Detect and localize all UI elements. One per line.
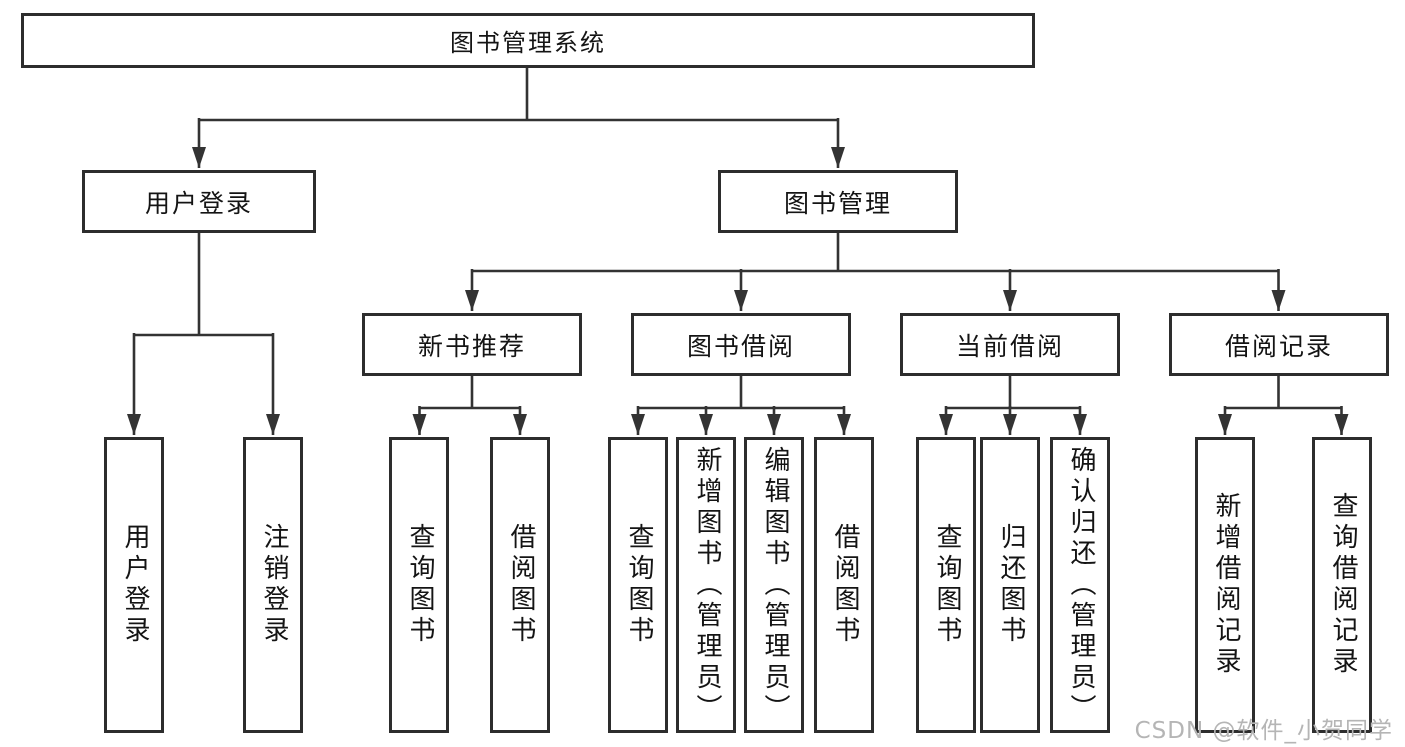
leaf-return-books: 归还图书 — [980, 437, 1040, 733]
leaf-query-books-recommend: 查询图书 — [389, 437, 449, 733]
leaf-confirm-return-admin: 确认归还（管理员） — [1050, 437, 1110, 733]
node-user-login: 用户登录 — [82, 170, 316, 233]
leaf-borrow-books-recommend: 借阅图书 — [490, 437, 550, 733]
leaf-query-books-current: 查询图书 — [916, 437, 976, 733]
node-label: 图书管理系统 — [450, 29, 606, 57]
node-label: 查询图书 — [404, 523, 435, 647]
node-label: 借阅图书 — [829, 523, 860, 647]
node-label: 新增借阅记录 — [1210, 492, 1241, 678]
leaf-add-borrow-record: 新增借阅记录 — [1195, 437, 1255, 733]
leaf-logout: 注销登录 — [243, 437, 303, 733]
leaf-borrow-books: 借阅图书 — [814, 437, 874, 733]
node-label: 编辑图书（管理员） — [759, 445, 790, 725]
node-label: 新增图书（管理员） — [691, 445, 722, 725]
node-book-management: 图书管理 — [718, 170, 958, 233]
node-borrow-records: 借阅记录 — [1169, 313, 1389, 376]
leaf-edit-book-admin: 编辑图书（管理员） — [744, 437, 804, 733]
node-label: 确认归还（管理员） — [1065, 445, 1096, 725]
node-label: 借阅图书 — [505, 523, 536, 647]
node-label: 用户登录 — [144, 188, 253, 218]
leaf-user-login: 用户登录 — [104, 437, 164, 733]
node-label: 查询图书 — [623, 523, 654, 647]
node-book-borrow: 图书借阅 — [631, 313, 851, 376]
node-label: 新书推荐 — [417, 331, 526, 361]
node-label: 查询借阅记录 — [1327, 492, 1358, 678]
node-current-borrow: 当前借阅 — [900, 313, 1120, 376]
leaf-query-borrow-record: 查询借阅记录 — [1312, 437, 1372, 733]
node-label: 图书管理 — [783, 188, 892, 218]
node-label: 借阅记录 — [1224, 331, 1333, 361]
leaf-query-books-borrow: 查询图书 — [608, 437, 668, 733]
watermark: CSDN @软件_小贺同学 — [1134, 718, 1393, 744]
node-new-book-recommend: 新书推荐 — [362, 313, 582, 376]
node-label: 归还图书 — [995, 523, 1026, 647]
node-label: 用户登录 — [119, 523, 150, 647]
node-label: 查询图书 — [931, 523, 962, 647]
node-label: 图书借阅 — [686, 331, 795, 361]
node-label: 注销登录 — [258, 523, 289, 647]
node-label: 当前借阅 — [955, 331, 1064, 361]
leaf-add-book-admin: 新增图书（管理员） — [676, 437, 736, 733]
node-library-management-system: 图书管理系统 — [21, 13, 1035, 68]
